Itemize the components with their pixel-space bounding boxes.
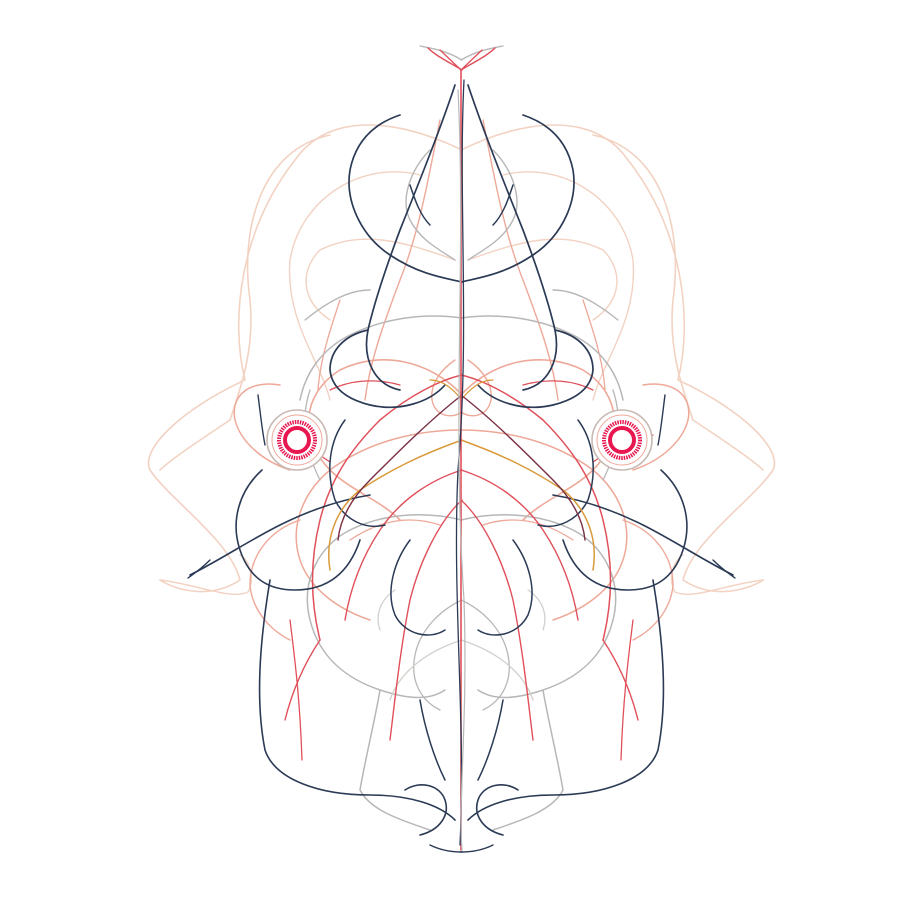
right-eye <box>591 409 653 471</box>
left-half-strokes <box>147 45 463 853</box>
left-eye <box>266 409 328 471</box>
central-spine <box>439 49 483 851</box>
